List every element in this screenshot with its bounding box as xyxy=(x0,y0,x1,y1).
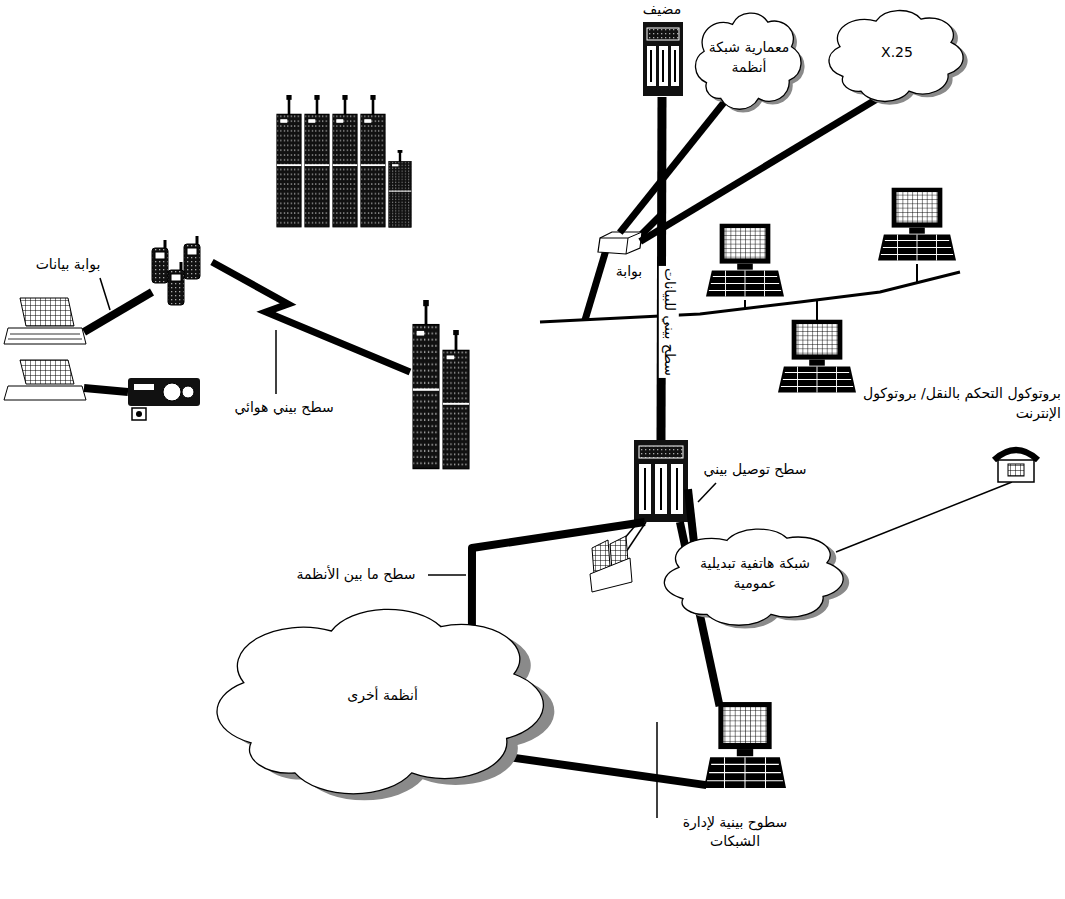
interface-label: سطح توصيل بيني xyxy=(701,460,808,480)
lan xyxy=(540,214,960,322)
leader-line xyxy=(428,574,466,576)
node-label: بوابة xyxy=(616,262,642,282)
terminal xyxy=(778,320,856,393)
leader-line xyxy=(698,483,716,502)
interface-link xyxy=(620,101,726,233)
laptops xyxy=(4,292,200,420)
network-cloud: X.25 xyxy=(822,0,972,106)
handsets xyxy=(152,236,200,305)
interface-label: سطح ما بين الأنظمة xyxy=(295,565,418,585)
device-node: بوابة xyxy=(596,230,662,282)
host-computer xyxy=(643,22,683,96)
telephone xyxy=(836,450,1038,552)
leader-line xyxy=(275,330,277,394)
interface-link xyxy=(640,93,886,241)
terminal xyxy=(706,224,784,297)
annotation: بوابة بيانات xyxy=(14,255,122,275)
radio-link xyxy=(212,262,410,372)
annotation: بروتوكول التحكم بالنقل/ بروتوكول الإنترن… xyxy=(852,384,1063,423)
network-cloud: معمارية شبكة أنظمة xyxy=(690,2,808,114)
node-label: أنظمة أخرى xyxy=(347,686,418,706)
interface-link xyxy=(499,756,706,785)
node-label: سطوح بينية لإدارة الشبكات xyxy=(682,813,788,852)
annotation: سطح بيني هوائي xyxy=(220,398,348,418)
node-label: X.25 xyxy=(881,43,913,63)
cloud-outline xyxy=(690,2,808,114)
device-node: سطوح بينية لإدارة الشبكات xyxy=(680,700,790,852)
device-node xyxy=(634,440,688,522)
device-node: مضيف xyxy=(632,0,692,97)
leader-line xyxy=(100,278,110,310)
interface-label: سطح بيني للبيانات xyxy=(659,266,679,378)
network-cloud: أنظمة أخرى xyxy=(200,588,565,803)
gateway-device xyxy=(598,232,642,254)
cloud-outline xyxy=(655,518,855,630)
node-label: شبكة هاتفية تبديلية عمومية xyxy=(696,554,814,593)
node-label: مضيف xyxy=(643,0,681,20)
terminal xyxy=(878,188,956,261)
network-cloud: شبكة هاتفية تبديلية عمومية xyxy=(655,518,855,630)
switching-center xyxy=(634,440,688,522)
node-label: معمارية شبكة أنظمة xyxy=(708,38,790,77)
management-terminal xyxy=(704,702,786,788)
bracket-line xyxy=(656,722,658,818)
